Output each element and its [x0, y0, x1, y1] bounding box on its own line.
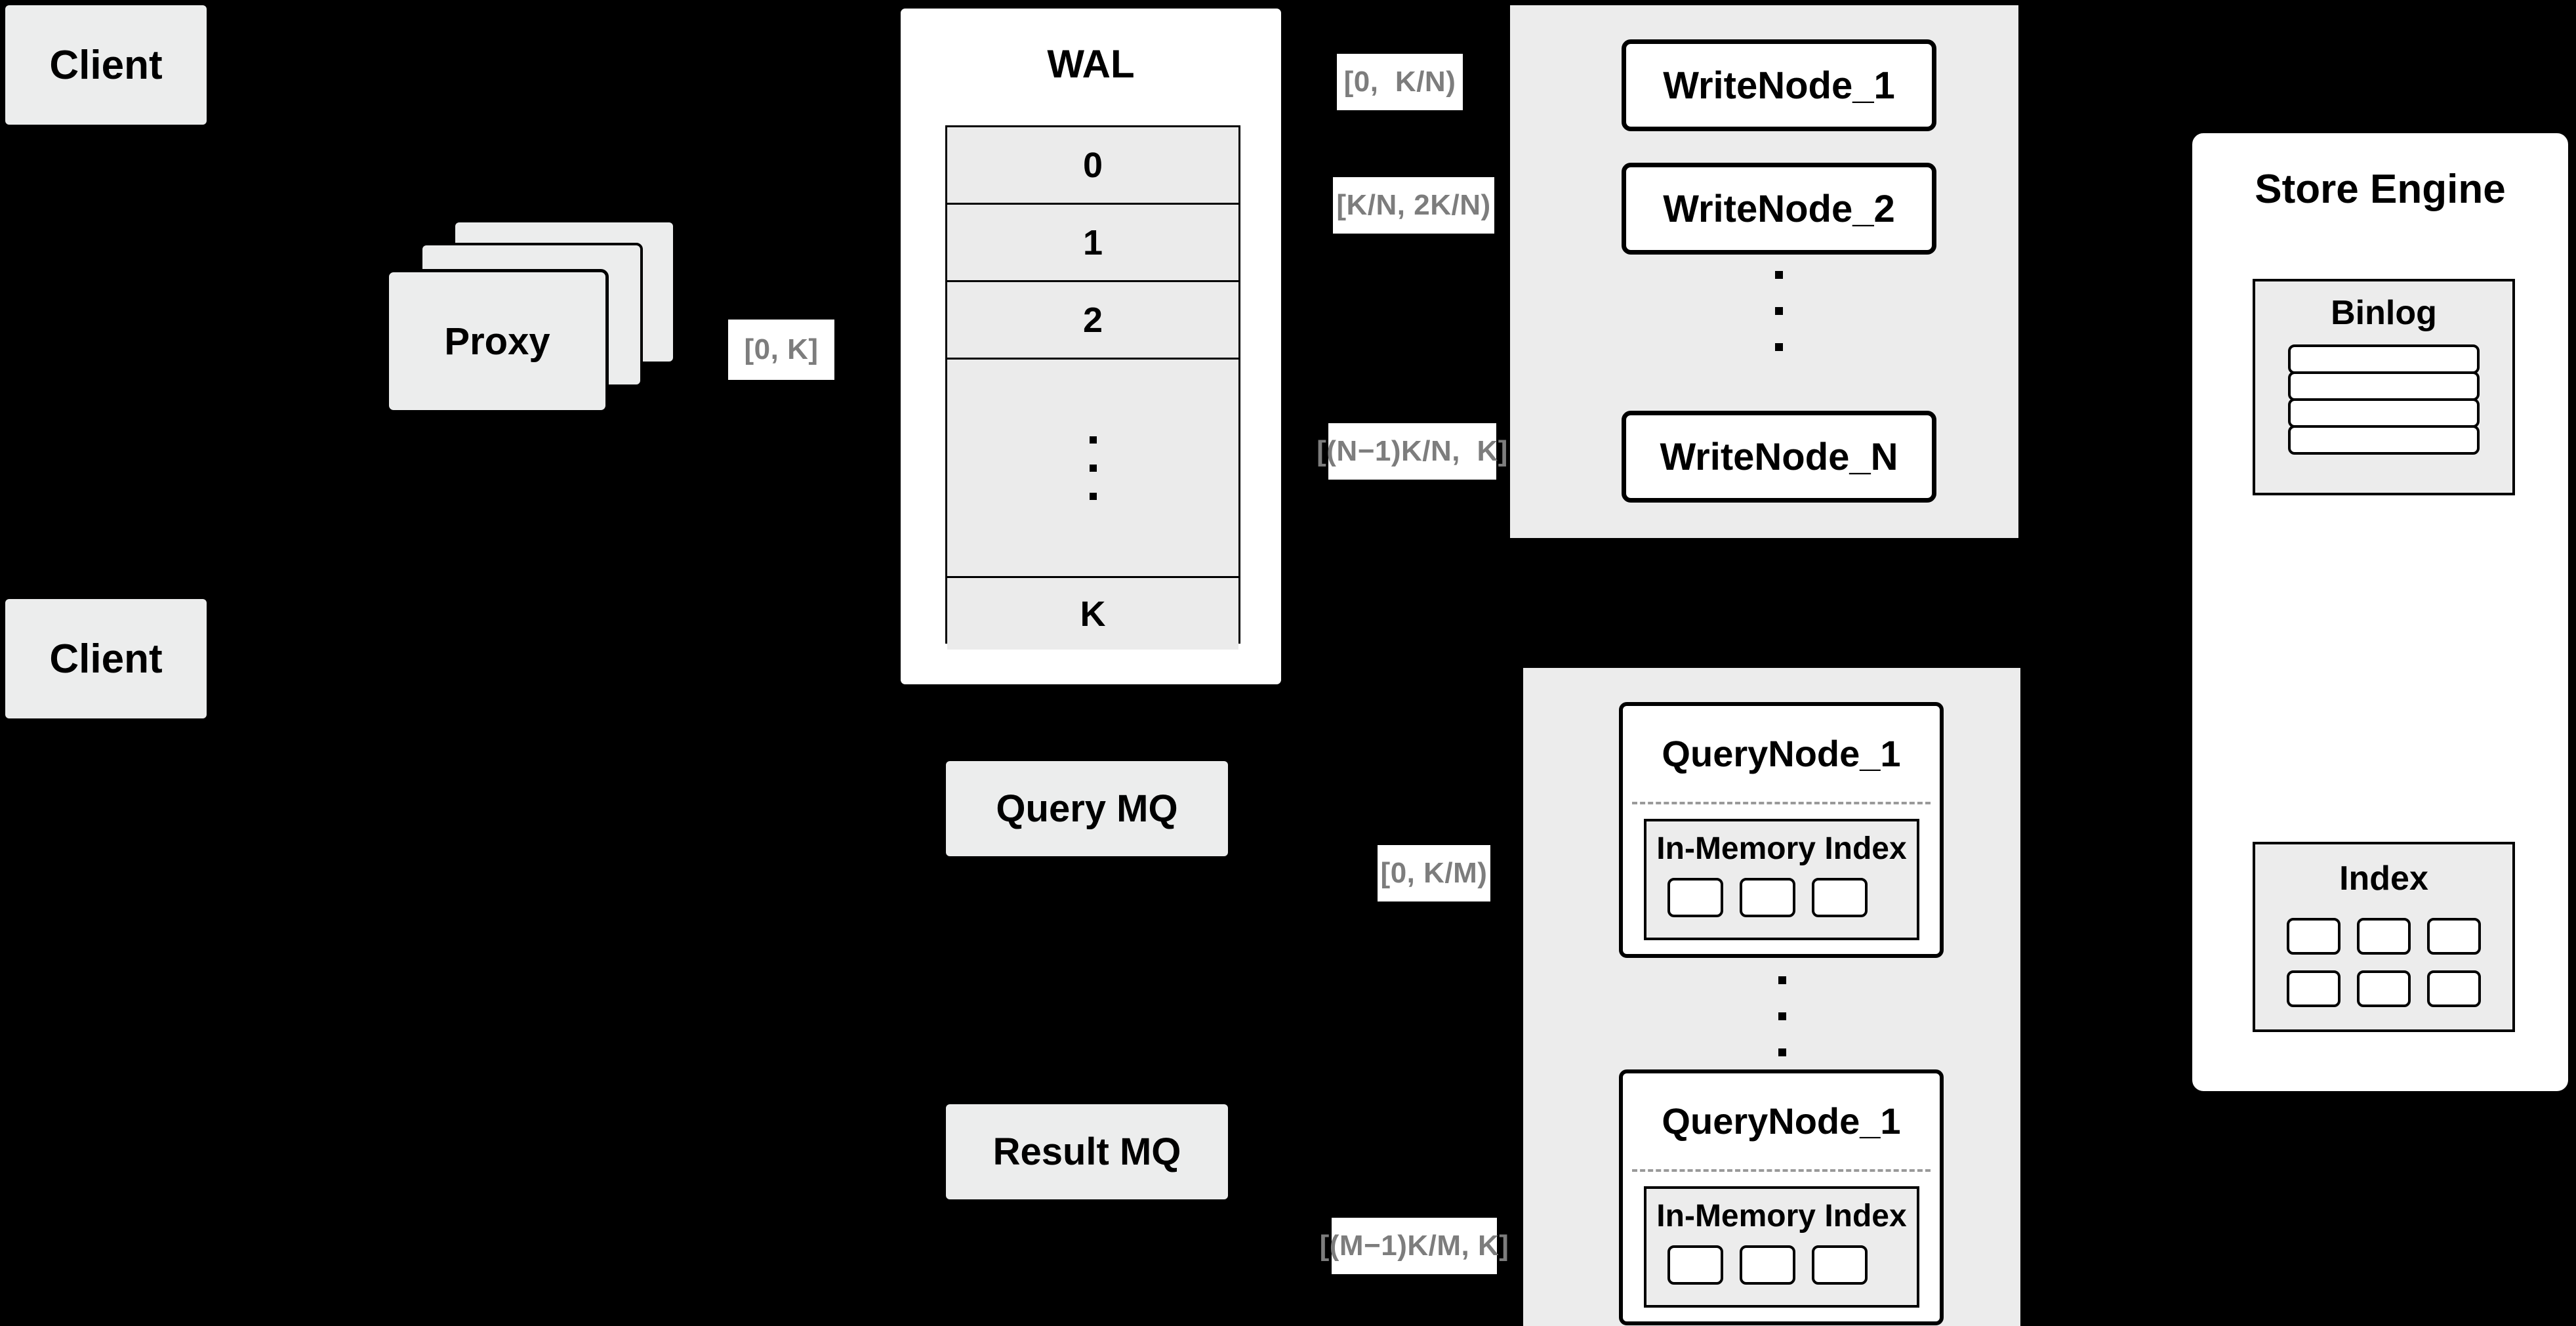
query-node-m[interactable]: QueryNode_1 In-Memory Index — [1619, 1069, 1944, 1325]
ellipsis-dot — [1775, 271, 1783, 279]
query-mq-box[interactable]: Query MQ — [946, 761, 1228, 856]
proxy-card-front[interactable]: Proxy — [386, 269, 609, 413]
range-label-write-2: [K/N, 2K/N) — [1333, 177, 1494, 234]
query-mq-label: Query MQ — [996, 787, 1178, 830]
wal-row-2: 2 — [947, 282, 1238, 360]
write-node-1-label: WriteNode_1 — [1663, 64, 1895, 107]
write-node-n[interactable]: WriteNode_N — [1622, 411, 1936, 503]
wal-row-0: 0 — [947, 127, 1238, 205]
wal-table: 0 1 2 K — [945, 125, 1240, 650]
in-memory-index-m: In-Memory Index — [1644, 1186, 1919, 1308]
ellipsis-dot — [1778, 976, 1786, 984]
range-label-write-1: [0, K/N) — [1337, 54, 1463, 110]
query-node-group: QueryNode_1 In-Memory Index QueryNode_1 … — [1523, 668, 2020, 1326]
proxy-label: Proxy — [444, 320, 550, 363]
ellipsis-dot — [1775, 307, 1783, 315]
store-engine-title: Store Engine — [2255, 166, 2506, 212]
index-cell — [1740, 1245, 1795, 1285]
store-index-cell — [2427, 970, 2481, 1007]
index-cell — [1740, 878, 1795, 917]
binlog-row — [2288, 398, 2480, 428]
binlog-row — [2288, 344, 2480, 374]
client-box-2[interactable]: Client — [5, 599, 207, 718]
index-title: Index — [2339, 860, 2428, 898]
wal-ellipsis-dot — [1089, 492, 1097, 500]
binlog-row — [2288, 371, 2480, 401]
store-index-cell — [2427, 918, 2481, 955]
binlog-panel: Binlog — [2253, 279, 2515, 495]
ellipsis-dot — [1775, 343, 1783, 351]
query-node-1-divider — [1632, 802, 1931, 804]
index-cell — [1812, 1245, 1868, 1285]
query-node-1[interactable]: QueryNode_1 In-Memory Index — [1619, 702, 1944, 958]
wal-row-k: K — [947, 578, 1238, 650]
ellipsis-dot — [1778, 1048, 1786, 1056]
range-label-query-m: [(M−1)K/M, K] — [1320, 1218, 1509, 1274]
in-memory-index-1: In-Memory Index — [1644, 819, 1919, 940]
query-node-m-title: QueryNode_1 — [1662, 1100, 1901, 1142]
wal-row-ellipsis — [947, 360, 1238, 578]
write-node-n-label: WriteNode_N — [1660, 435, 1898, 478]
ellipsis-dot — [1778, 1012, 1786, 1020]
index-cell — [1812, 878, 1868, 917]
wal-ellipsis-dot — [1089, 464, 1097, 472]
result-mq-box[interactable]: Result MQ — [946, 1104, 1228, 1199]
write-node-2[interactable]: WriteNode_2 — [1622, 163, 1936, 255]
write-node-1[interactable]: WriteNode_1 — [1622, 39, 1936, 131]
range-label-proxy-to-wal: [0, K] — [728, 320, 834, 380]
range-label-query-1: [0, K/M) — [1378, 845, 1490, 901]
write-node-ellipsis — [1769, 271, 1789, 351]
query-node-ellipsis — [1772, 976, 1792, 1056]
index-cell — [1667, 878, 1723, 917]
in-memory-index-1-title: In-Memory Index — [1656, 831, 1907, 866]
client-label-2: Client — [49, 636, 163, 682]
client-label-1: Client — [49, 42, 163, 88]
binlog-title: Binlog — [2331, 294, 2437, 332]
query-node-m-divider — [1632, 1169, 1931, 1172]
range-label-write-n: [(N−1)K/N, K] — [1317, 423, 1507, 480]
write-node-group: WriteNode_1 WriteNode_2 WriteNode_N — [1510, 5, 2018, 538]
query-node-1-title: QueryNode_1 — [1662, 733, 1901, 774]
binlog-row — [2288, 425, 2480, 455]
wal-title: WAL — [1047, 41, 1135, 86]
store-index-cell — [2357, 970, 2411, 1007]
client-box-1[interactable]: Client — [5, 5, 207, 125]
wal-ellipsis-dot — [1089, 436, 1097, 444]
in-memory-index-m-title: In-Memory Index — [1656, 1199, 1907, 1233]
write-node-2-label: WriteNode_2 — [1663, 187, 1895, 230]
wal-panel: WAL 0 1 2 K — [897, 5, 1284, 688]
store-index-cell — [2287, 970, 2341, 1007]
index-panel: Index — [2253, 842, 2515, 1032]
store-index-cell — [2287, 918, 2341, 955]
result-mq-label: Result MQ — [992, 1130, 1181, 1173]
index-cell — [1667, 1245, 1723, 1285]
wal-row-1: 1 — [947, 205, 1238, 282]
store-index-cell — [2357, 918, 2411, 955]
store-engine-panel: Store Engine Binlog Index — [2189, 130, 2571, 1094]
